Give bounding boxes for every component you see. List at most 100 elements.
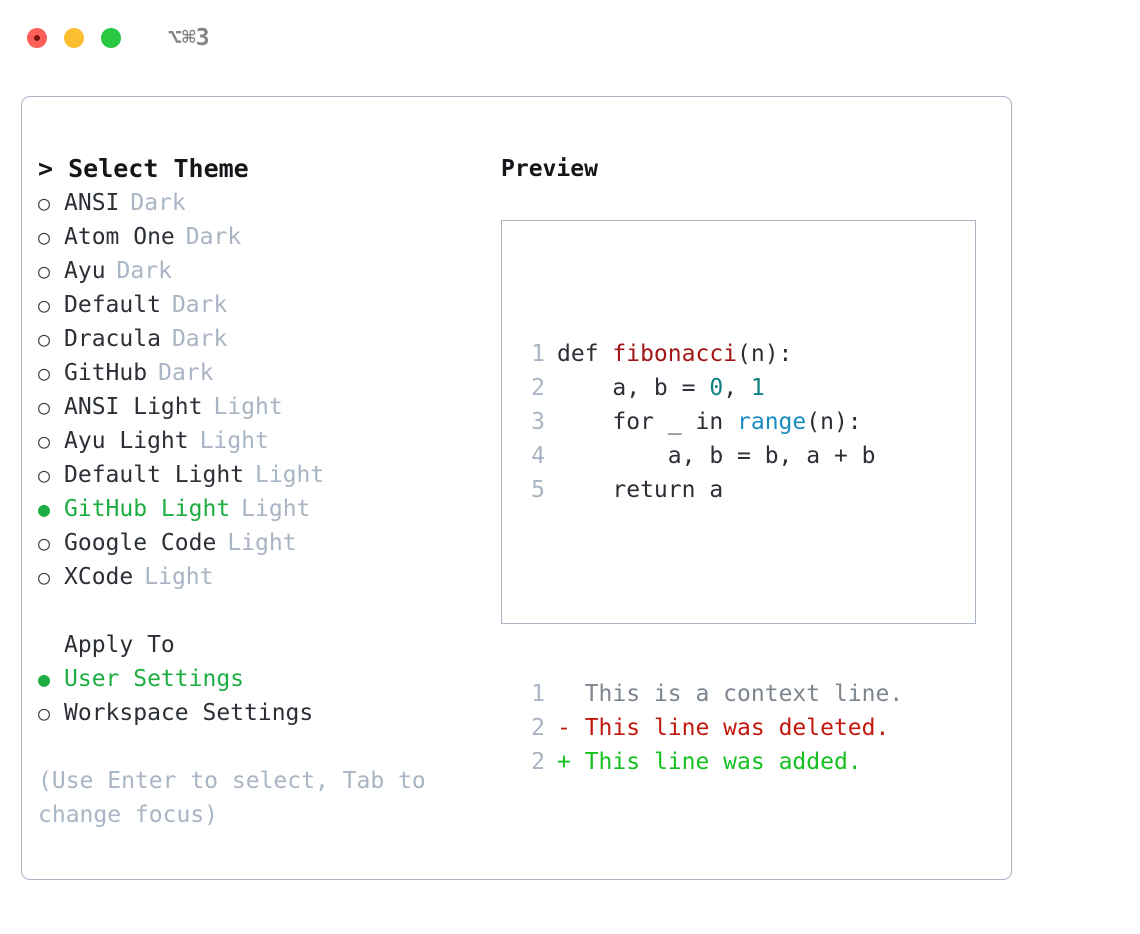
diff-lines: 1 This is a context line.2- This line wa… xyxy=(521,677,903,779)
radio-unselected-icon[interactable]: ○ xyxy=(38,191,51,215)
code-line-content: a, b = b, a + b xyxy=(557,439,876,473)
radio-unselected-icon[interactable]: ○ xyxy=(38,225,51,249)
theme-option[interactable]: ○ ANSI Dark xyxy=(38,186,498,220)
diff-marker: - xyxy=(557,715,585,741)
radio-selected-icon[interactable]: ● xyxy=(38,667,51,691)
theme-option-label: Ayu xyxy=(64,258,106,284)
theme-option-label: ANSI xyxy=(64,190,120,216)
apply-to-option-label: Workspace Settings xyxy=(64,700,314,726)
diff-line-text: This line was deleted. xyxy=(584,715,890,741)
theme-variant-tag: Light xyxy=(213,394,283,420)
radio-unselected-icon[interactable]: ○ xyxy=(38,361,51,385)
theme-option[interactable]: ○ Dracula Dark xyxy=(38,322,498,356)
theme-option-label: Atom One xyxy=(64,224,175,250)
code-token-plain: (n): xyxy=(806,409,862,435)
theme-option[interactable]: ○ Google Code Light xyxy=(38,526,498,560)
radio-unselected-icon[interactable]: ○ xyxy=(38,259,51,283)
code-line: 5 return a xyxy=(521,473,903,507)
theme-variant-tag: Dark xyxy=(171,292,228,318)
line-number: 2 xyxy=(531,375,545,401)
theme-option[interactable]: ○ Atom One Dark xyxy=(38,220,498,254)
close-button[interactable] xyxy=(27,28,47,48)
code-line-content: a, b = 0, 1 xyxy=(557,371,765,405)
theme-option-label: Google Code xyxy=(64,530,217,556)
theme-variant-tag: Light xyxy=(241,496,311,522)
radio-unselected-icon[interactable]: ○ xyxy=(38,531,51,555)
keyboard-shortcut-label: ⌥⌘3 xyxy=(168,24,210,51)
apply-to-heading: Apply To xyxy=(64,632,175,658)
code-token-num: 1 xyxy=(750,375,765,401)
theme-option-label: Ayu Light xyxy=(64,428,189,454)
diff-line: 1 This is a context line. xyxy=(521,677,903,711)
line-number: 3 xyxy=(531,409,545,435)
line-number: 5 xyxy=(531,477,545,503)
code-token-plain: return a xyxy=(557,477,724,503)
theme-option[interactable]: ● GitHub Light Light xyxy=(38,492,498,526)
line-number: 1 xyxy=(531,341,545,367)
radio-unselected-icon[interactable]: ○ xyxy=(38,327,51,351)
theme-option-label: GitHub Light xyxy=(64,496,231,522)
theme-option-label: Default xyxy=(64,292,161,318)
radio-unselected-icon[interactable]: ○ xyxy=(38,429,51,453)
code-line: 4 a, b = b, a + b xyxy=(521,439,903,473)
theme-option[interactable]: ○ Ayu Light Light xyxy=(38,424,498,458)
code-token-plain: , xyxy=(723,375,751,401)
apply-to-option[interactable]: ● User Settings xyxy=(38,662,498,696)
apply-to-option-label: User Settings xyxy=(64,666,245,692)
radio-unselected-icon[interactable]: ○ xyxy=(38,565,51,589)
preview-heading: Preview xyxy=(501,156,598,182)
theme-variant-tag: Dark xyxy=(130,190,186,216)
theme-variant-tag: Dark xyxy=(171,326,228,352)
theme-variant-tag: Dark xyxy=(185,224,242,250)
window-controls xyxy=(27,28,121,48)
code-line-content: for _ in range(n): xyxy=(557,405,862,439)
code-token-plain: a, b = xyxy=(557,375,710,401)
theme-option-label: GitHub xyxy=(64,360,148,386)
code-token-plain: def xyxy=(557,341,613,367)
line-number: 1 xyxy=(531,681,545,707)
radio-unselected-icon[interactable]: ○ xyxy=(38,463,51,487)
diff-line: 2+ This line was added. xyxy=(521,745,903,779)
code-token-plain: a, b = b, a + b xyxy=(557,443,876,469)
diff-line: 2- This line was deleted. xyxy=(521,711,903,745)
line-number: 2 xyxy=(531,715,545,741)
radio-selected-icon[interactable]: ● xyxy=(38,497,51,521)
minimize-button[interactable] xyxy=(64,28,84,48)
code-token-num: 0 xyxy=(709,375,724,401)
radio-unselected-icon[interactable]: ○ xyxy=(38,293,51,317)
theme-variant-tag: Light xyxy=(199,428,269,454)
theme-option-label: ANSI Light xyxy=(64,394,203,420)
apply-to-list: ● User Settings ○ Workspace Settings xyxy=(38,662,498,730)
theme-option[interactable]: ○ ANSI Light Light xyxy=(38,390,498,424)
code-line-content: def fibonacci(n): xyxy=(557,337,792,371)
code-line: 3 for _ in range(n): xyxy=(521,405,903,439)
radio-unselected-icon[interactable]: ○ xyxy=(38,395,51,419)
code-line: 1 def fibonacci(n): xyxy=(521,337,903,371)
theme-variant-tag: Light xyxy=(144,564,214,590)
apply-to-option[interactable]: ○ Workspace Settings xyxy=(38,696,498,730)
code-token-func: fibonacci xyxy=(612,341,738,367)
code-line-content: return a xyxy=(557,473,723,507)
radio-unselected-icon[interactable]: ○ xyxy=(38,701,51,725)
help-text: (Use Enter to select, Tab to change focu… xyxy=(38,768,426,828)
theme-option[interactable]: ○ Default Dark xyxy=(38,288,498,322)
theme-variant-tag: Light xyxy=(227,530,297,556)
code-spacer xyxy=(521,575,903,609)
diff-line-text: This line was added. xyxy=(584,749,862,775)
diff-marker: + xyxy=(557,749,585,775)
diff-marker xyxy=(557,677,585,711)
theme-option-label: Dracula xyxy=(64,326,161,352)
maximize-button[interactable] xyxy=(101,28,121,48)
